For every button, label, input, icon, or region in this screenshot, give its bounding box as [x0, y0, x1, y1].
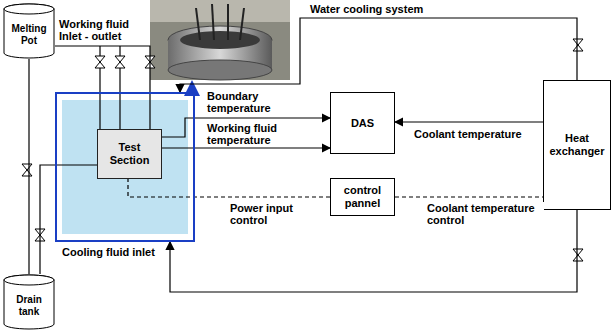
control-signal-line: [395, 196, 543, 197]
cooling-jacket: Cooling fluid inletTest Section: [55, 92, 195, 242]
node-label: Melting Pot: [5, 23, 53, 47]
node-label: Test Section: [101, 141, 158, 167]
node-label: DAS: [351, 117, 374, 130]
node-label: control pannel: [334, 184, 391, 210]
flow-line: [162, 147, 330, 148]
heat-exchanger-box: Heat exchanger: [543, 80, 611, 210]
das-box: DAS: [330, 92, 395, 154]
edge-label: Coolant temperature: [412, 128, 524, 140]
node-label: Heat exchanger: [547, 132, 607, 158]
test-section-photo: [150, 0, 290, 80]
edge-label: Power input control: [228, 202, 327, 226]
edge-label: Coolant temperature control: [425, 202, 544, 226]
drain-tank: Drain tank: [3, 274, 55, 330]
region-heading: Cooling fluid inlet: [60, 246, 157, 259]
control-signal-line: [128, 179, 330, 197]
control-box: control pannel: [330, 178, 395, 216]
flow-line: [180, 18, 577, 92]
flow-line: [28, 59, 29, 274]
melting-pot-tank: Melting Pot: [3, 3, 55, 59]
test-section-box: Test Section: [97, 129, 162, 179]
flow-line: [55, 46, 150, 129]
edge-label: Working fluid temperature: [205, 122, 304, 146]
coolant-jacket: [62, 100, 188, 234]
edge-label: Boundary temperature: [205, 90, 304, 114]
flow-line: [395, 121, 543, 122]
edge-label: Working fluid Inlet - outlet: [57, 18, 149, 42]
edge-label: Water cooling system: [308, 3, 425, 15]
node-label: Drain tank: [5, 294, 53, 318]
valve-symbol: [22, 39, 583, 261]
